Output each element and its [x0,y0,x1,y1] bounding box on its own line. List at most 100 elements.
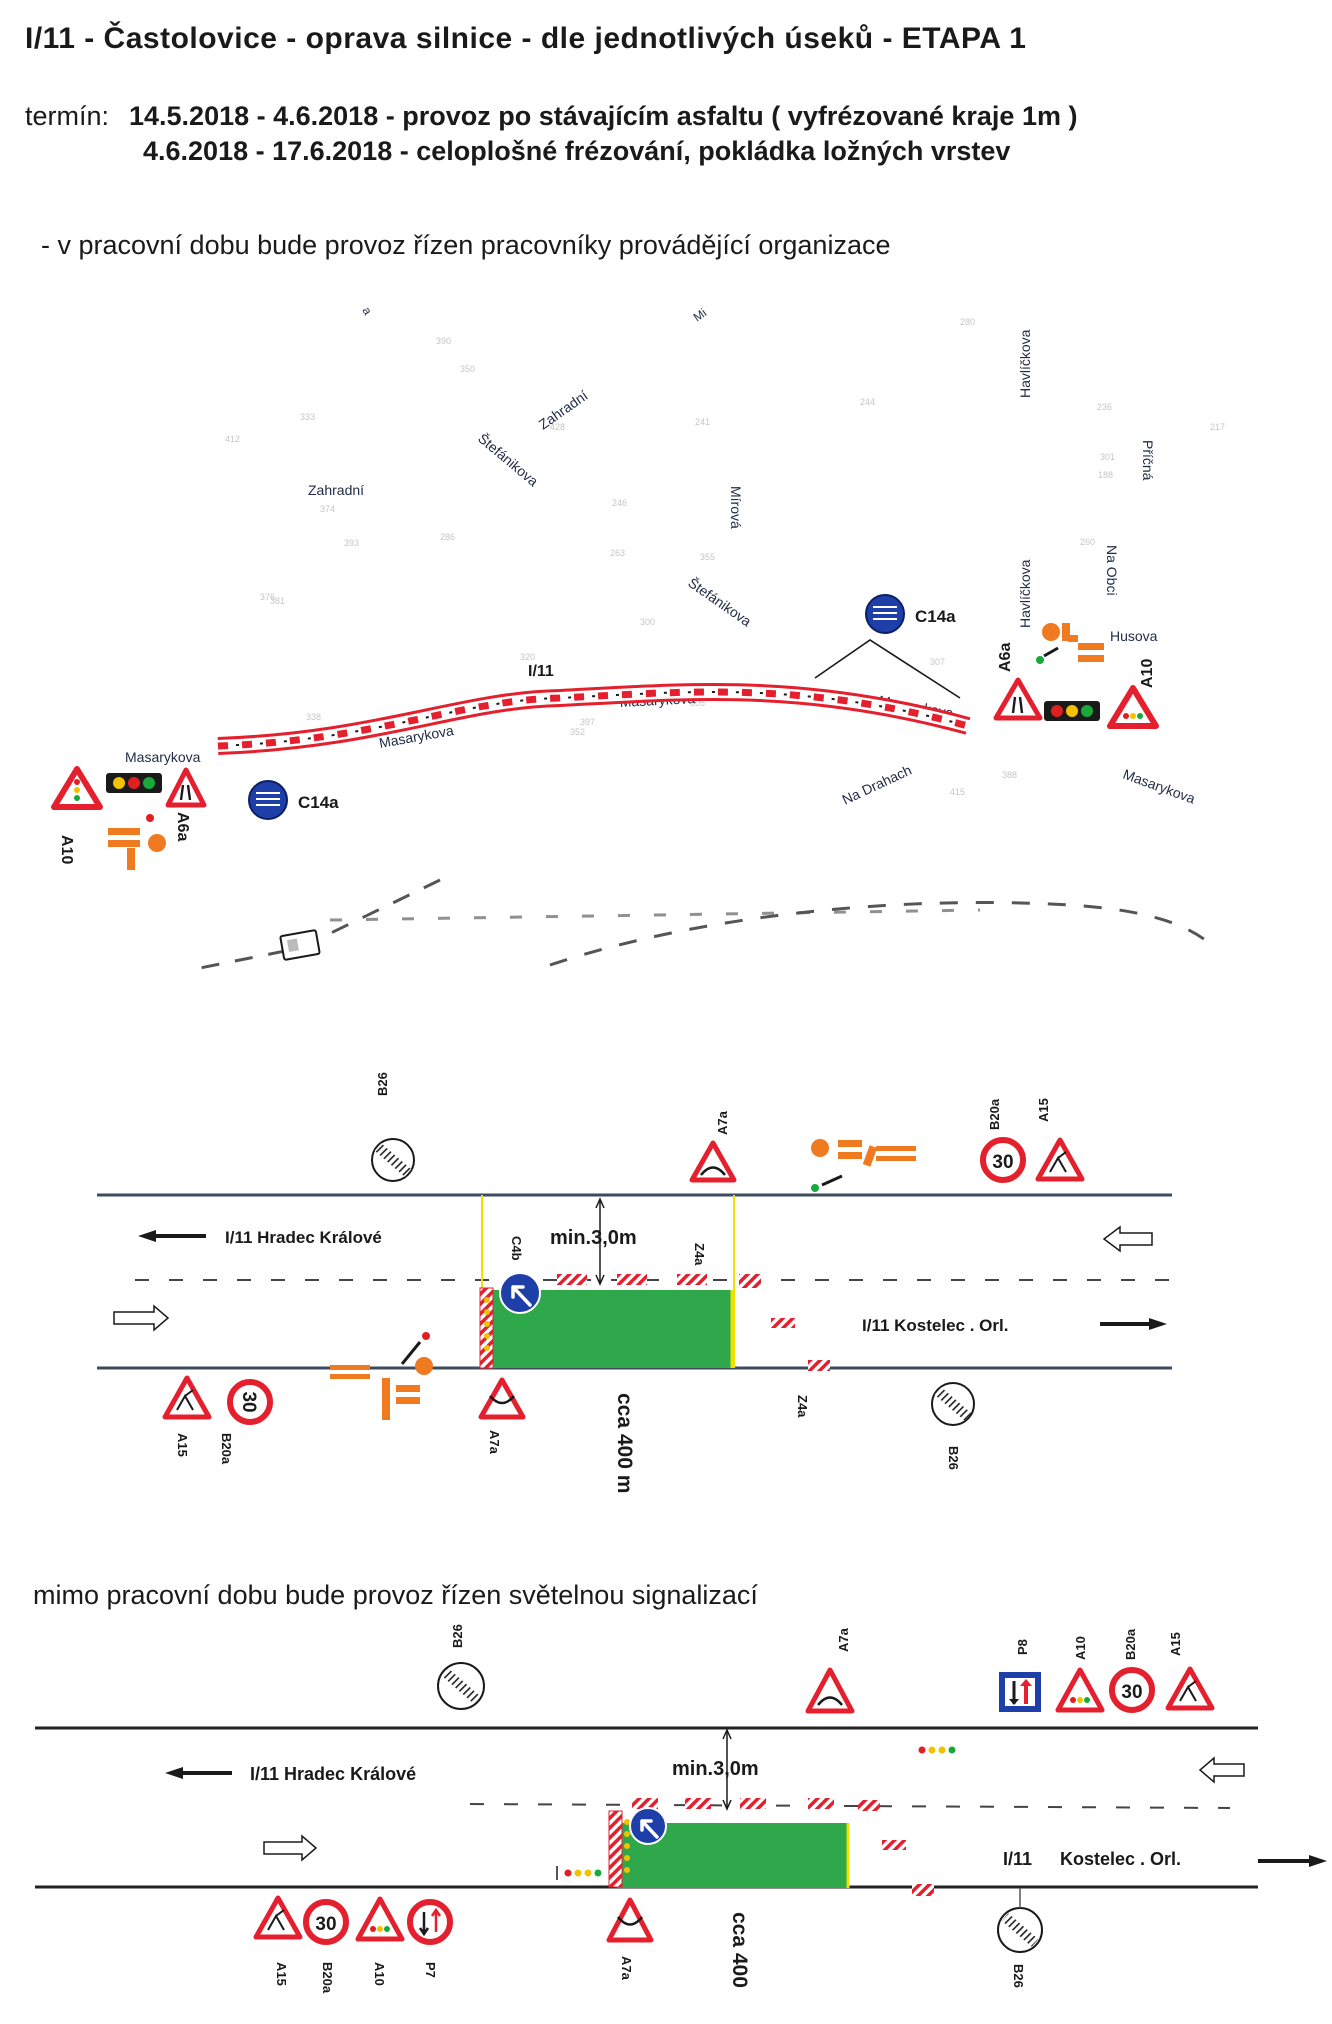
street-fragment: Mi [691,306,709,325]
traffic-light [1044,701,1100,721]
svg-text:241: 241 [695,417,710,427]
z4a-label: Z4a [795,1395,810,1418]
svg-text:350: 350 [460,364,475,374]
speed-limit-value: 30 [992,1152,1013,1173]
c4b-sign [499,1272,541,1314]
a15-label: A15 [1168,1632,1183,1656]
street-mirova: Mírová [728,486,744,529]
street-havlickova: Havlíčkova [1017,329,1033,398]
c4b-sign [629,1807,667,1845]
c14a-label: C14a [298,793,339,812]
a10-sign [51,766,103,810]
diagram-off-hours: min.3,0m cca 400 I/11 Hradec Králové I/1… [35,1624,1327,1994]
a6a-label: A6a [997,643,1014,672]
lane-arrow-outline [113,1304,170,1332]
svg-text:381: 381 [270,596,285,606]
off-hours-note: mimo pracovní dobu bude provoz řízen svě… [33,1580,758,1610]
street-stefanikova: Štefánikova [685,574,754,629]
a10-sign [1107,685,1159,729]
direction-label-west: I/11 Hradec Králové [225,1228,382,1247]
term-label: termín: [25,101,110,131]
svg-text:415: 415 [950,787,965,797]
closure-band [217,683,971,755]
b26-label: B26 [375,1072,390,1096]
svg-text:301: 301 [1100,452,1115,462]
barrier-z4a [632,1798,934,1896]
road-label: I/11 [528,663,554,680]
a10-label: A10 [1073,1636,1088,1660]
barrier-taper [608,1810,630,1888]
a10-label: A10 [1139,659,1156,688]
svg-text:333: 333 [300,412,315,422]
svg-text:393: 393 [344,538,359,548]
arrow-east [1258,1855,1327,1867]
barrier-z4a [557,1274,830,1371]
a15-sign [1035,1137,1085,1182]
c14a-sign [865,594,905,634]
z4a-label: Z4a [692,1243,707,1266]
street-zahradni: Zahradní [308,482,364,498]
b26-label: B26 [1011,1964,1026,1988]
b26-label: B26 [946,1446,961,1470]
a15-label: A15 [274,1962,289,1986]
street-fragment: a [359,305,375,318]
flagger-worker [1036,623,1104,664]
svg-text:236: 236 [1097,402,1112,412]
c4b-label: C4b [509,1236,524,1261]
b20a-label: B20a [1123,1628,1138,1660]
a6a-label: A6a [174,812,191,841]
b20a-sign [980,1137,1026,1183]
a15-label: A15 [1036,1098,1051,1122]
svg-text:388: 388 [1002,770,1017,780]
direction-label-east: Kostelec . Orl. [1060,1849,1181,1869]
svg-text:376: 376 [260,592,275,602]
a15-label: A15 [175,1433,190,1457]
a7a-sign [478,1377,526,1420]
width-dimension [595,1197,605,1286]
b20a-sign [227,1379,273,1425]
speed-limit-value: 30 [1121,1682,1142,1703]
a7a-sign [606,1897,654,1943]
a7a-label: A7a [836,1627,851,1652]
svg-text:263: 263 [610,548,625,558]
b26-sign [931,1382,975,1426]
detour-lines [189,878,1217,972]
lane-arrow-outline [263,1834,318,1862]
svg-text:355: 355 [700,552,715,562]
lane-divider [469,1803,1231,1809]
svg-text:280: 280 [960,317,975,327]
svg-text:300: 300 [640,617,655,627]
lane-arrow-outline [1102,1225,1153,1253]
svg-text:188: 188 [1098,470,1113,480]
min-width-label: min.3,0m [550,1227,637,1249]
speed-limit-value: 30 [315,1914,336,1935]
traffic-light [556,1866,602,1880]
svg-text:307: 307 [930,657,945,667]
b20a-label: B20a [219,1433,234,1465]
sign-callout-line [814,639,961,699]
flagger-worker [108,814,166,870]
street-pricna: Příčná [1140,440,1156,481]
a15-sign [1165,1666,1215,1711]
arrow-east [1100,1318,1167,1330]
a7a-label: A7a [487,1430,502,1455]
speed-limit-value: 30 [238,1391,259,1412]
svg-text:374: 374 [320,504,335,514]
b26-sign [997,1888,1043,1953]
zone-length-label: cca 400 [728,1912,751,1988]
street-masarykova: Masarykova [1121,766,1198,807]
direction-label-west: I/11 Hradec Králové [250,1764,416,1784]
street-havlickova: Havlíčkova [1017,559,1033,628]
street-na-drahach: Na Drahach [840,762,914,808]
a10-label: A10 [372,1962,387,1986]
a7a-sign [689,1140,737,1183]
width-dimension [722,1728,732,1811]
c14a-label: C14a [915,607,956,626]
b20a-sign [303,1899,349,1945]
street-stefanikova: Štefánikova [475,430,541,489]
svg-text:428: 428 [550,422,565,432]
direction-label-east: I/11 [1003,1849,1032,1869]
